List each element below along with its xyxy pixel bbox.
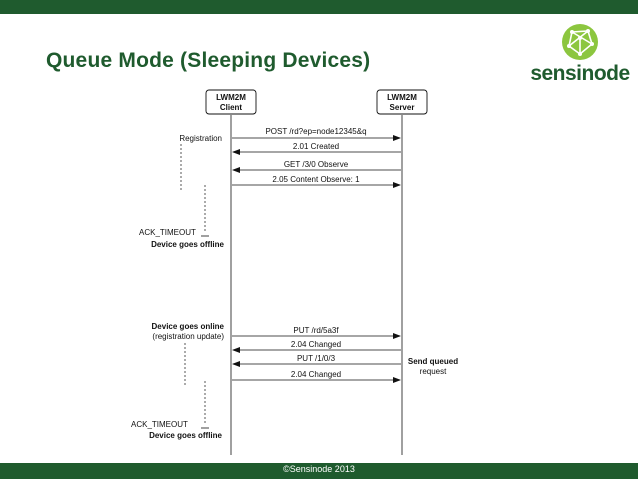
message-label: 2.04 Changed [291,340,341,349]
registration-note: Registration [179,134,222,143]
logo-emblem-icon [562,24,598,60]
logo-wordmark: sensinode [530,62,630,85]
message-label: GET /3/0 Observe [284,160,349,169]
send-queued-note-1: Send queued [408,357,458,366]
message-label: 2.01 Created [293,142,339,151]
footer-copyright: ©Sensinode 2013 [283,464,355,474]
online-note: Device goes online [152,322,225,331]
client-label-1: LWM2M [216,93,246,102]
client-participant: LWM2M Client [205,89,257,115]
slide-title: Queue Mode (Sleeping Devices) [46,49,371,72]
message-label: 2.04 Changed [291,370,341,379]
message-label: PUT /rd/5a3f [293,326,339,335]
sequence-diagram: LWM2M Client LWM2M Server POST /rd?ep=no… [131,89,458,455]
top-bar [0,0,638,14]
message-7: PUT /1/0/3 [232,354,401,367]
message-label: 2.05 Content Observe: 1 [272,175,360,184]
offline-note-2: Device goes offline [149,431,222,440]
footer-bar: ©Sensinode 2013 [0,463,638,479]
message-label: PUT /1/0/3 [297,354,336,363]
message-3: GET /3/0 Observe [232,160,401,173]
offline-note-1: Device goes offline [151,240,224,249]
client-label-2: Client [220,103,243,112]
message-5: PUT /rd/5a3f [232,326,401,339]
ack-timeout-note-1: ACK_TIMEOUT [139,228,196,237]
online-subnote: (registration update) [152,332,224,341]
message-8: 2.04 Changed [232,370,401,383]
ack-timeout-note-2: ACK_TIMEOUT [131,420,188,429]
message-2: 2.01 Created [232,142,401,155]
message-label: POST /rd?ep=node12345&q [265,127,366,136]
message-1: POST /rd?ep=node12345&q [232,127,401,141]
sensinode-logo: sensinode [528,22,632,90]
server-label-1: LWM2M [387,93,417,102]
send-queued-note-2: request [420,367,447,376]
server-participant: LWM2M Server [376,89,428,115]
message-6: 2.04 Changed [232,340,401,353]
server-label-2: Server [390,103,415,112]
message-4: 2.05 Content Observe: 1 [232,175,401,188]
